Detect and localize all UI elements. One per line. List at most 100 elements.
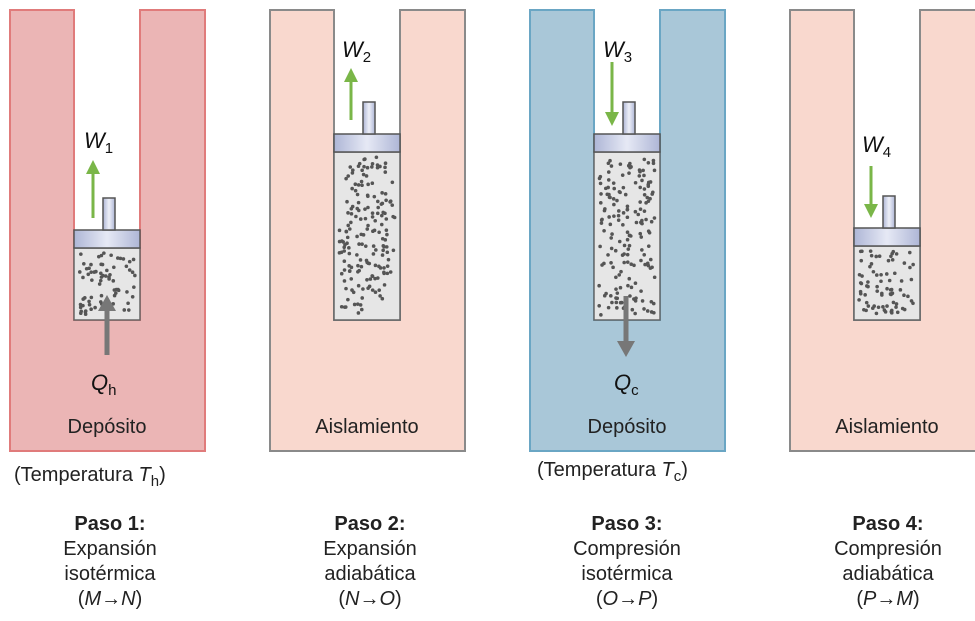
gas-molecule — [337, 251, 342, 255]
gas-molecule — [597, 304, 602, 308]
gas-molecule — [622, 260, 626, 265]
gas-molecule — [644, 217, 648, 222]
gas-molecule — [379, 213, 384, 218]
gas-molecule — [81, 303, 85, 308]
gas-molecule — [621, 223, 625, 227]
gas-molecule — [627, 243, 632, 248]
gas-molecule — [611, 181, 616, 185]
gas-molecule — [112, 265, 116, 270]
gas-molecule — [606, 170, 611, 174]
piston-head — [853, 227, 921, 247]
gas-molecule — [629, 262, 634, 267]
gas-molecule — [899, 279, 904, 283]
piston-rod — [362, 101, 376, 135]
gas-molecule — [864, 300, 869, 305]
gas-molecule — [342, 259, 347, 264]
gas-molecule — [887, 278, 892, 283]
gas-molecule — [643, 262, 647, 267]
gas-molecule — [370, 274, 374, 278]
gas-molecule — [911, 301, 915, 306]
gas-molecule — [611, 265, 615, 270]
gas-molecule — [355, 253, 359, 257]
gas-molecule — [645, 309, 650, 313]
gas-molecule — [363, 216, 368, 221]
reservoir-body — [9, 9, 206, 452]
gas-molecule — [599, 313, 603, 317]
reservoir-body — [529, 9, 726, 452]
gas-molecule — [625, 252, 630, 257]
arrow-head — [617, 341, 635, 357]
gas-molecule — [87, 302, 92, 307]
gas-molecule — [385, 250, 390, 255]
gas-molecule — [124, 264, 129, 269]
gas-molecule — [358, 303, 363, 307]
gas-molecule — [609, 260, 613, 265]
gas-molecule — [614, 275, 618, 280]
work-label-2: W2 — [342, 37, 371, 66]
gas-molecule — [349, 265, 354, 270]
gas-molecule — [648, 180, 653, 184]
gas-molecule — [355, 206, 360, 211]
gas-molecule — [868, 249, 873, 253]
gas-molecule — [385, 264, 390, 268]
gas-molecule — [363, 244, 368, 248]
gas-molecule — [879, 279, 883, 284]
gas-molecule — [373, 263, 378, 268]
gas-molecule — [623, 192, 628, 197]
gas-molecules — [597, 157, 657, 317]
gas-molecule — [362, 164, 366, 169]
gas-molecule — [611, 197, 616, 201]
gas-molecule — [858, 289, 863, 294]
gas-molecule — [651, 158, 656, 163]
gas-molecule — [383, 161, 388, 166]
gas-molecule — [866, 284, 870, 289]
gas-molecule — [102, 251, 106, 255]
gas-molecule — [874, 254, 879, 259]
work-label-3: W3 — [603, 37, 632, 66]
gas-molecule — [347, 269, 352, 274]
gas-molecule — [620, 173, 625, 177]
gas-molecule — [344, 176, 348, 181]
gas-molecule — [614, 300, 619, 305]
gas-molecule — [113, 291, 118, 295]
gas-molecule — [900, 306, 905, 311]
gas-molecule — [606, 253, 610, 257]
gas-molecule — [373, 218, 378, 223]
gas-molecule — [371, 244, 376, 248]
gas-molecule — [370, 211, 375, 215]
gas-molecule — [346, 211, 350, 215]
gas-molecule — [349, 220, 353, 225]
gas-molecule — [637, 174, 642, 178]
gas-molecule — [378, 294, 382, 298]
gas-molecule — [375, 211, 380, 216]
gas-molecule — [638, 169, 642, 174]
gas-molecule — [365, 227, 370, 231]
gas-molecule — [866, 304, 871, 308]
gas-molecule — [370, 288, 375, 292]
gas-molecule — [114, 287, 119, 292]
gas-molecule — [382, 283, 387, 287]
gas-molecule — [639, 235, 644, 239]
gas-molecule — [373, 290, 378, 295]
gas-molecule — [616, 213, 621, 218]
gas-molecule — [625, 207, 630, 212]
gas-molecule — [89, 262, 93, 267]
gas-molecule — [375, 165, 380, 170]
gas-molecule — [600, 263, 604, 267]
gas-molecule — [388, 200, 392, 204]
gas-molecule — [126, 308, 131, 312]
gas-molecule — [84, 266, 89, 271]
reservoir-body — [789, 9, 975, 452]
gas-molecule — [616, 218, 621, 222]
gas-molecule — [640, 248, 644, 252]
gas-molecule — [636, 212, 641, 217]
gas-molecule — [902, 293, 906, 298]
gas-molecules — [77, 251, 137, 317]
gas-molecule — [392, 215, 397, 220]
heat-label-1: Qh — [91, 370, 116, 399]
gas-molecule — [89, 307, 93, 311]
gas-molecule — [361, 172, 366, 177]
gas-molecule — [651, 161, 656, 166]
